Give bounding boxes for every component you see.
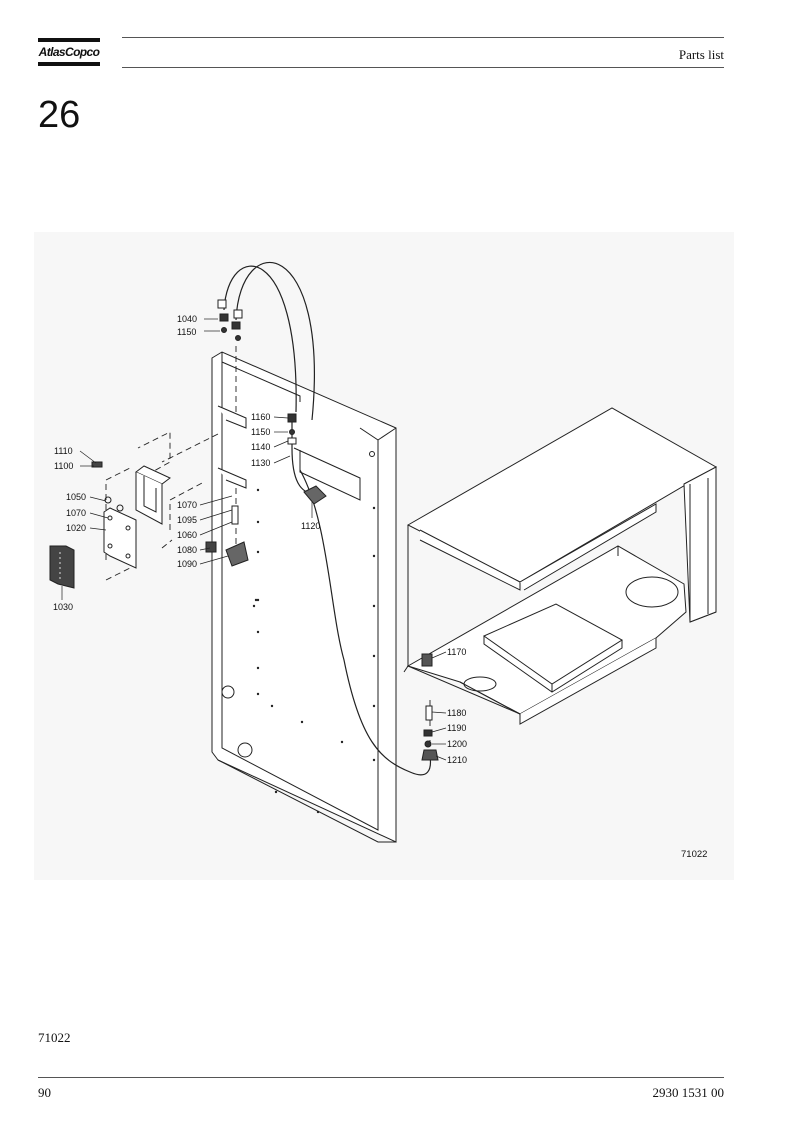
header-top-rule (122, 37, 724, 38)
callout-1120: 1120 (301, 521, 320, 531)
callout-1210: 1210 (447, 755, 467, 765)
footer-rule (38, 1077, 724, 1078)
callout-1170: 1170 (447, 647, 466, 657)
callout-1180: 1180 (447, 708, 466, 718)
callout-1190: 1190 (447, 723, 466, 733)
callout-1070: 1070 (66, 508, 86, 518)
logo-bottom-bar (38, 62, 100, 66)
logo-top-bar (38, 38, 100, 42)
callout-1150: 1150 (177, 327, 196, 337)
callout-1030: 1030 (53, 602, 73, 612)
callout-1110: 1110 (54, 446, 73, 456)
fittings (91, 299, 439, 761)
callout-1095: 1095 (177, 515, 197, 525)
callout-1050: 1050 (66, 492, 86, 502)
mounting-plate (103, 496, 137, 569)
document-type-label: Parts list (678, 47, 724, 62)
callout-1100: 1100 (54, 461, 73, 471)
section-number: 26 (38, 94, 81, 136)
callout-1140: 1140 (251, 442, 270, 452)
callout-1090: 1090 (177, 559, 197, 569)
callout-1020: 1020 (66, 523, 86, 533)
callout-1060: 1060 (177, 530, 197, 540)
box-enclosure (403, 407, 718, 725)
header-bottom-rule (122, 67, 724, 68)
drawing-id: 71022 (681, 849, 707, 860)
figure-caption: 71022 (38, 1030, 71, 1045)
side-panel (211, 351, 397, 843)
logo-wordmark: AtlasCopco (38, 45, 100, 59)
rivet-holes (252, 488, 376, 814)
terminal-strip (49, 545, 75, 589)
document-number: 2930 1531 00 (652, 1085, 725, 1100)
callout-1040: 1040 (177, 314, 197, 324)
callout-1070: 1070 (177, 500, 197, 510)
leader-lines (61, 318, 447, 761)
callout-1080: 1080 (177, 545, 197, 555)
callout-1200: 1200 (447, 739, 467, 749)
pipe-route (223, 261, 432, 776)
dashed-assembly-lines (105, 346, 431, 746)
callout-1160: 1160 (251, 412, 270, 422)
atlas-copco-logo: AtlasCopco (38, 38, 100, 68)
callout-1150: 1150 (251, 427, 270, 437)
callout-labels: 1040 1150 1160 1150 1140 1130 1120 1110 … (53, 314, 707, 860)
page-number: 90 (38, 1085, 51, 1100)
mounting-bracket (135, 465, 171, 525)
callout-1130: 1130 (251, 458, 270, 468)
